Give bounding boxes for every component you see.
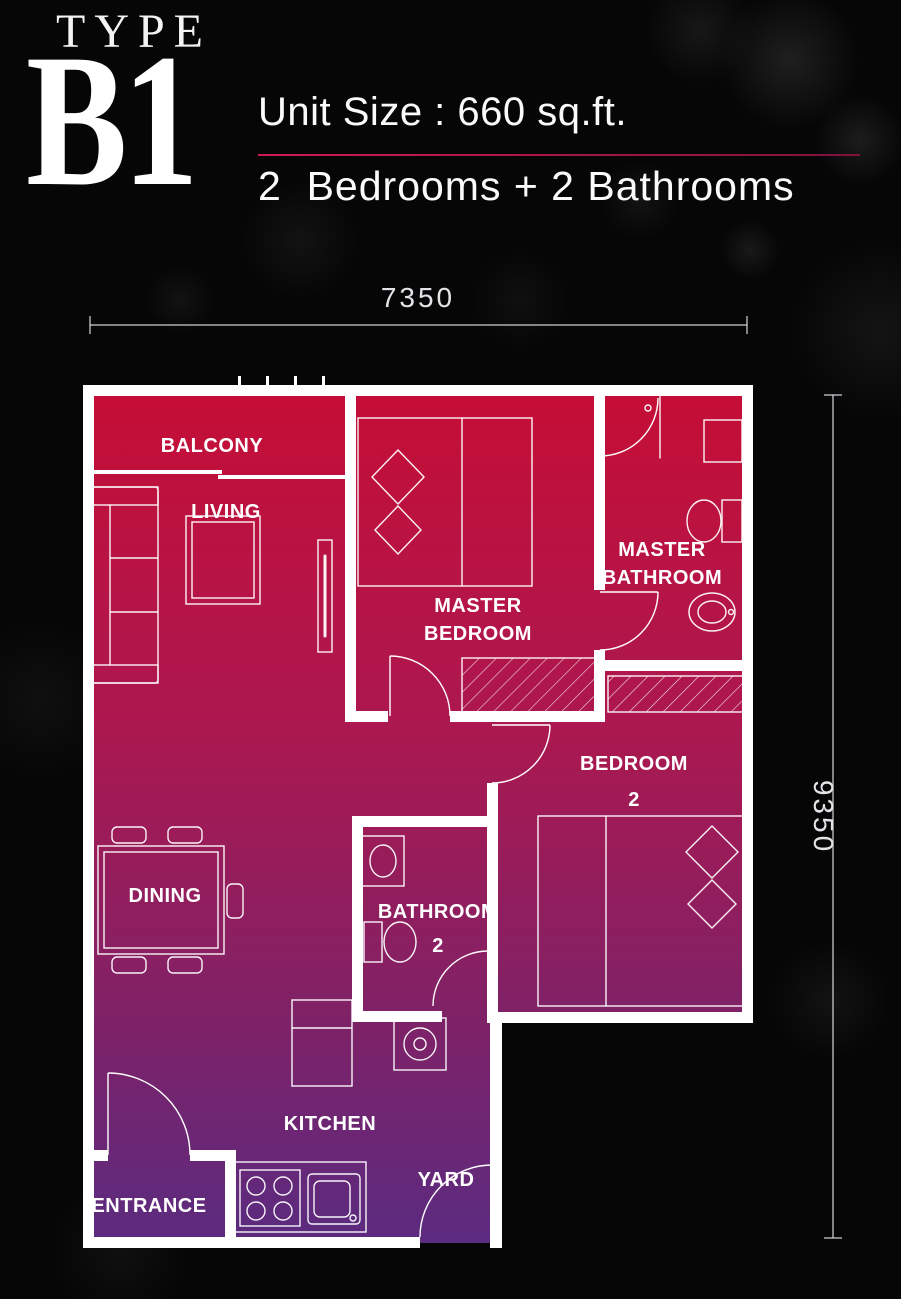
- wall-bathroom2-left: [352, 816, 363, 1022]
- wall-right-upper: [742, 385, 753, 1023]
- room-label-yard: YARD: [418, 1169, 475, 1191]
- wall-entrance-top-b: [190, 1150, 236, 1161]
- wall-master-bath-b: [594, 650, 605, 722]
- room-label-bedroom2-line1: BEDROOM: [580, 753, 688, 775]
- doors: [107, 397, 659, 1238]
- room-label-living: LIVING: [191, 501, 261, 523]
- door-yard: [419, 1164, 493, 1238]
- dimension-height: 9350: [808, 394, 842, 1239]
- room-label-entrance: ENTRANCE: [91, 1195, 206, 1217]
- room-label-master-bedroom-line2: BEDROOM: [424, 623, 532, 645]
- room-label-master-bathroom-line1: MASTER: [618, 539, 706, 561]
- window-tick: [294, 376, 297, 386]
- room-label-master-bathroom-line2: BATHROOM: [602, 567, 722, 589]
- room-labels: BALCONY LIVING MASTER BEDROOM MASTER BAT…: [91, 435, 722, 1217]
- washing-machine: [393, 1017, 447, 1071]
- wall-bottom: [83, 1237, 420, 1248]
- window-tick: [266, 376, 269, 386]
- room-label-dining: DINING: [129, 885, 202, 907]
- sofa: [91, 486, 159, 684]
- door-master-bedroom: [389, 655, 451, 717]
- room-label-bathroom2-line1: BATHROOM: [378, 901, 498, 923]
- walls: [83, 376, 753, 1248]
- wall-bathroom2-bottom: [352, 1011, 442, 1022]
- shower-head: [644, 395, 661, 459]
- wall-master-bottom-b: [450, 711, 600, 722]
- master-bed: [357, 417, 533, 587]
- window-tick: [238, 376, 241, 386]
- dimension-height-label: 9350: [808, 780, 839, 854]
- dimension-width: 7350: [89, 282, 748, 334]
- door-master-bathroom: [599, 591, 659, 651]
- master-sink: [688, 592, 736, 632]
- room-label-kitchen: KITCHEN: [284, 1113, 376, 1135]
- wall-top: [83, 385, 753, 396]
- wall-entrance-right: [225, 1150, 236, 1248]
- wall-bedroom2-left-stub: [487, 711, 498, 722]
- header-divider-line: [258, 154, 860, 156]
- bathroom2-toilet: [363, 921, 417, 963]
- unit-size-text: Unit Size : 660 sq.ft.: [258, 90, 627, 134]
- kitchen-sink: [307, 1173, 361, 1225]
- dining-table: [97, 845, 225, 955]
- wall-master-bottom-a: [345, 711, 388, 722]
- wall-living-master: [345, 390, 356, 722]
- door-entrance: [107, 1072, 191, 1156]
- wall-step-vertical: [490, 1012, 502, 1248]
- furniture: [91, 395, 745, 1233]
- bedroom2-wardrobe: [607, 675, 745, 713]
- kitchen-counter: [227, 1161, 367, 1233]
- unit-code: B1: [26, 16, 199, 226]
- wall-left: [83, 385, 94, 1248]
- room-label-bathroom2-line2: 2: [432, 935, 444, 957]
- room-label-master-bedroom-line1: MASTER: [434, 595, 522, 617]
- wall-entrance-top-a: [88, 1150, 108, 1161]
- coffee-table: [185, 515, 261, 605]
- room-label-balcony: BALCONY: [161, 435, 264, 457]
- master-wardrobe: [461, 657, 597, 713]
- wall-bedroom2-left: [487, 783, 498, 1023]
- wall-bedroom2-top: [594, 660, 753, 671]
- room-label-bedroom2-line2: 2: [628, 789, 640, 811]
- stove: [239, 1169, 301, 1227]
- window-tick: [322, 376, 325, 386]
- refrigerator: [291, 999, 353, 1087]
- bedroom2-bed: [537, 815, 745, 1007]
- master-toilet: [686, 499, 743, 543]
- balcony-slider-a: [94, 470, 222, 474]
- type-label: TYPE: [56, 5, 212, 58]
- unit-configuration-text: 2 Bedrooms + 2 Bathrooms: [258, 163, 795, 209]
- door-shower-screen: [599, 397, 659, 457]
- bathroom-cabinet: [703, 419, 743, 463]
- door-bathroom2: [432, 950, 489, 1007]
- balcony-slider-b: [218, 475, 345, 479]
- wall-step-horizontal: [490, 1012, 753, 1023]
- dining-chairs: [111, 826, 244, 974]
- dimension-width-label: 7350: [381, 282, 455, 313]
- tv-console: [317, 539, 333, 653]
- wall-bathroom2-top: [352, 816, 498, 827]
- wall-master-bath-a: [594, 390, 605, 590]
- door-bedroom2: [491, 724, 551, 784]
- bathroom2-vanity: [361, 835, 405, 887]
